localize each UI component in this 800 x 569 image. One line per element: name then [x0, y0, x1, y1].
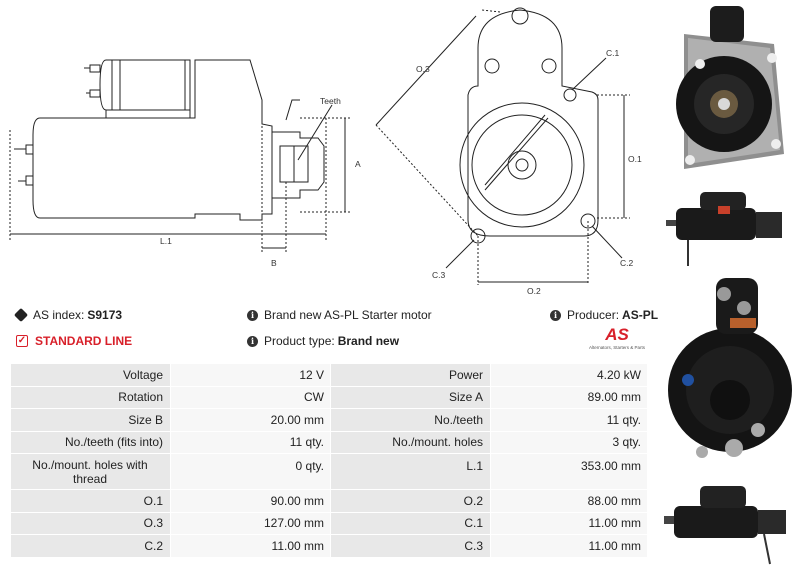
dim-o1-label: O.1	[628, 154, 642, 164]
spec-value: 89.00 mm	[490, 385, 648, 409]
spec-label: Voltage	[10, 363, 171, 387]
product-photo-rear[interactable]	[664, 272, 796, 477]
solenoid-outline	[99, 59, 191, 111]
product-type-row: i Product type: Brand new	[247, 334, 399, 348]
dim-c1-label: C.1	[606, 48, 620, 58]
product-type-value: Brand new	[337, 334, 400, 348]
description-row: i Brand new AS-PL Starter motor	[247, 308, 432, 322]
product-photo-side-bottom[interactable]	[660, 480, 796, 566]
dim-o3-label: O.3	[416, 64, 430, 74]
standard-line-label: STANDARD LINE	[35, 334, 133, 348]
spec-value: 11.00 mm	[170, 534, 331, 558]
producer-value: AS-PL	[622, 308, 659, 322]
product-type-label: Product type:	[264, 334, 335, 348]
logo-tagline: Alternators, Starters & Parts	[588, 345, 646, 350]
spec-label: C.2	[10, 534, 171, 558]
spec-label: C.3	[330, 534, 491, 558]
standard-line-row: ✓ STANDARD LINE	[16, 334, 132, 348]
spec-label: Size B	[10, 408, 171, 432]
spec-label: No./teeth (fits into)	[10, 430, 171, 454]
flange-outline	[467, 9, 599, 237]
product-photo-front[interactable]	[664, 4, 794, 184]
spec-value: 11.00 mm	[490, 534, 648, 558]
spec-value: 353.00 mm	[490, 453, 648, 490]
tag-icon	[13, 307, 29, 323]
spec-value: 12 V	[170, 363, 331, 387]
spec-label: O.2	[330, 489, 491, 513]
spec-value: 90.00 mm	[170, 489, 331, 513]
technical-drawing: Teeth A B L.1 O.3 O.1 O.2 C.1	[9, 7, 642, 296]
dim-l1-label: L.1	[160, 236, 172, 246]
as-index-label: AS index:	[33, 308, 85, 322]
spec-value: 127.00 mm	[170, 511, 331, 535]
spec-value: 3 qty.	[490, 430, 648, 454]
motor-body-outline	[32, 59, 273, 221]
teeth-label: Teeth	[320, 96, 341, 106]
spec-label: Rotation	[10, 385, 171, 409]
spec-label: Power	[330, 363, 491, 387]
as-pl-logo: AS Alternators, Starters & Parts	[586, 326, 648, 350]
spec-label: Size A	[330, 385, 491, 409]
spec-value: CW	[170, 385, 331, 409]
spec-label: No./mount. holes with thread	[10, 453, 171, 490]
table-row: No./teeth (fits into)11 qty.No./mount. h…	[10, 430, 648, 454]
spec-label: L.1	[330, 453, 491, 490]
spec-label: O.1	[10, 489, 171, 513]
spec-value: 20.00 mm	[170, 408, 331, 432]
producer-row: i Producer: AS-PL	[550, 308, 658, 322]
producer-label: Producer:	[567, 308, 620, 322]
dim-a-label: A	[355, 159, 361, 169]
product-photo-side-small[interactable]	[662, 186, 794, 268]
info-icon: i	[247, 335, 258, 347]
info-icon: i	[247, 309, 258, 321]
spec-label: No./teeth	[330, 408, 491, 432]
check-square-icon: ✓	[16, 335, 28, 347]
as-index-value: S9173	[87, 308, 123, 322]
dim-c3-label: C.3	[432, 270, 446, 280]
dim-c2-label: C.2	[620, 258, 634, 268]
spec-label: O.3	[10, 511, 171, 535]
dim-b-label: B	[271, 258, 277, 268]
logo-mark: AS	[605, 325, 629, 344]
spec-value: 11 qty.	[170, 430, 331, 454]
spec-label: C.1	[330, 511, 491, 535]
spec-value: 0 qty.	[170, 453, 331, 490]
spec-value: 88.00 mm	[490, 489, 648, 513]
info-icon: i	[550, 309, 561, 321]
spec-value: 11 qty.	[490, 408, 648, 432]
dim-o2-label: O.2	[527, 286, 541, 296]
spec-value: 11.00 mm	[490, 511, 648, 535]
product-description: Brand new AS-PL Starter motor	[264, 308, 432, 322]
spec-value: 4.20 kW	[490, 363, 648, 387]
as-index-row: AS index: S9173	[13, 307, 123, 323]
spec-label: No./mount. holes	[330, 430, 491, 454]
